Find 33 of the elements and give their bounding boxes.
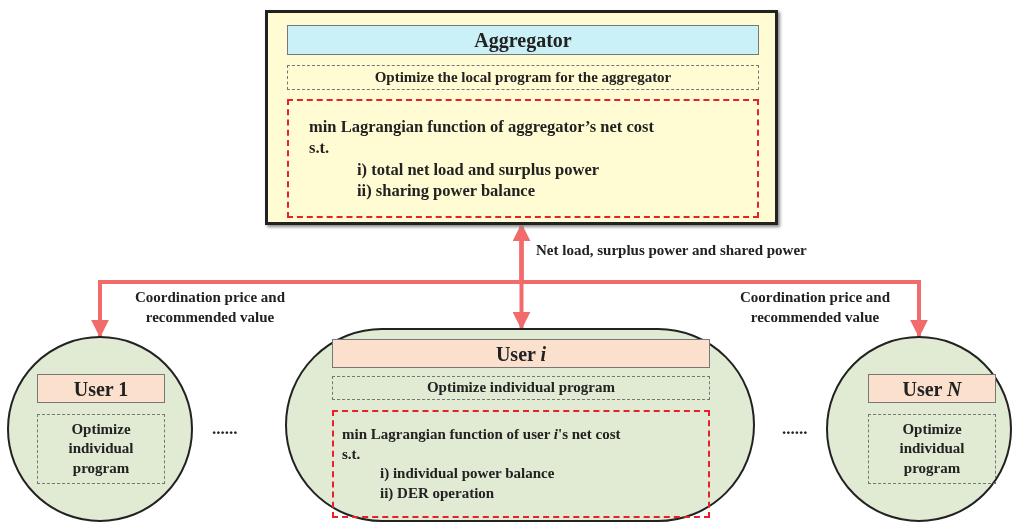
task-text: Optimize individual program [898,419,966,478]
constraint-text: ii) DER operation [379,483,496,503]
title-header [332,339,710,368]
model-box [332,410,710,518]
aggregator-box [265,10,778,225]
task-box [287,65,759,90]
objective-text: min Lagrangian function of user i's net cost [342,425,622,444]
task-box [868,414,996,484]
title-text: User 1 [72,376,130,402]
objective-text: min Lagrangian function of aggregator’s net cost [309,115,655,138]
model-box [287,99,759,218]
constraint-text: i) individual power balance [379,464,556,483]
constraint-text: i) total net load and surplus power [356,158,601,180]
task-text: Optimize individual program [67,419,135,478]
title-header [868,374,996,403]
task-text: Optimize individual program [425,378,617,398]
ellipsis-text: ...... [212,418,238,440]
constraint-label: s.t. [309,137,331,159]
arrow [519,225,928,338]
title-text: Aggregator [473,28,573,53]
edge-label: Coordination price and recommended value [739,288,891,328]
task-box [37,414,165,484]
title-header [287,25,759,55]
ellipsis-text: ...... [782,418,808,440]
title-text: User i [494,341,548,367]
edge-label: Net load, surplus power and shared power [536,241,808,260]
constraint-label: s.t. [342,444,362,464]
title-header [37,374,165,403]
task-box [332,376,710,400]
edge-label: Coordination price and recommended value [134,288,286,328]
constraint-text: ii) sharing power balance [356,179,536,202]
title-text: User N [901,376,963,402]
task-text: Optimize the local program for the aggregator [373,67,673,87]
